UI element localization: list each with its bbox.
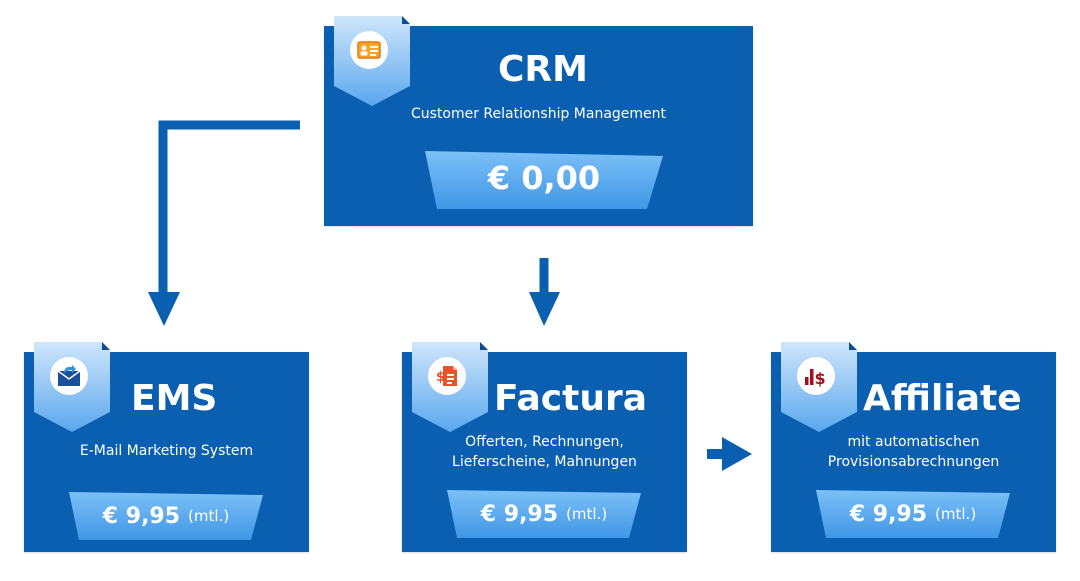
invoice-dollar-icon: $ [428, 357, 466, 395]
factura-subtitle-line1: Offerten, Rechnungen, [465, 434, 624, 450]
arrow-crm-to-factura-head [529, 292, 560, 326]
affiliate-subtitle-line2: Provisionsabrechnungen [827, 454, 1000, 470]
factura-subtitle: Offerten, Rechnungen, Lieferscheine, Mah… [402, 432, 687, 472]
affiliate-price: € 9,95 [849, 501, 928, 527]
svg-text:$: $ [815, 369, 826, 387]
bar-chart-dollar-icon: $ [797, 357, 835, 395]
ems-price: € 9,95 [102, 503, 181, 529]
contact-card-icon [350, 31, 388, 69]
arrow-crm-to-ems-head [148, 292, 180, 326]
arrow-crm-to-ems [158, 120, 300, 292]
crm-price-tag: € 0,00 [425, 149, 663, 209]
ems-title: EMS [131, 378, 218, 419]
crm-subtitle: Customer Relationship Management [410, 106, 667, 122]
ems-badge [34, 342, 110, 432]
svg-text:$: $ [436, 370, 445, 385]
factura-box[interactable]: Factura Offerten, Rechnungen, Liefersche… [402, 352, 687, 552]
factura-price-unit: (mtl.) [566, 505, 608, 523]
factura-title: Factura [494, 378, 647, 419]
arrow-factura-to-affiliate-head [722, 437, 752, 471]
affiliate-subtitle: mit automatischen Provisionsabrechnungen [771, 432, 1056, 472]
affiliate-price-tag: € 9,95 (mtl.) [816, 488, 1010, 540]
crm-title: CRM [498, 49, 588, 90]
affiliate-badge: $ [781, 342, 857, 432]
crm-badge [334, 16, 410, 106]
affiliate-subtitle-line1: mit automatischen [847, 434, 980, 450]
factura-price: € 9,95 [480, 501, 559, 527]
crm-price: € 0,00 [487, 159, 601, 197]
ems-subtitle: E-Mail Marketing System [79, 443, 254, 459]
affiliate-price-unit: (mtl.) [935, 505, 977, 523]
envelope-reply-icon [50, 357, 88, 395]
factura-badge: $ [412, 342, 488, 432]
ems-price-unit: (mtl.) [188, 507, 230, 525]
factura-subtitle-line2: Lieferscheine, Mahnungen [452, 454, 637, 470]
ems-price-tag: € 9,95 (mtl.) [69, 490, 263, 542]
factura-price-tag: € 9,95 (mtl.) [447, 488, 641, 540]
affiliate-box[interactable]: Affiliate mit automatischen Provisionsab… [771, 352, 1056, 552]
affiliate-title: Affiliate [863, 378, 1022, 419]
